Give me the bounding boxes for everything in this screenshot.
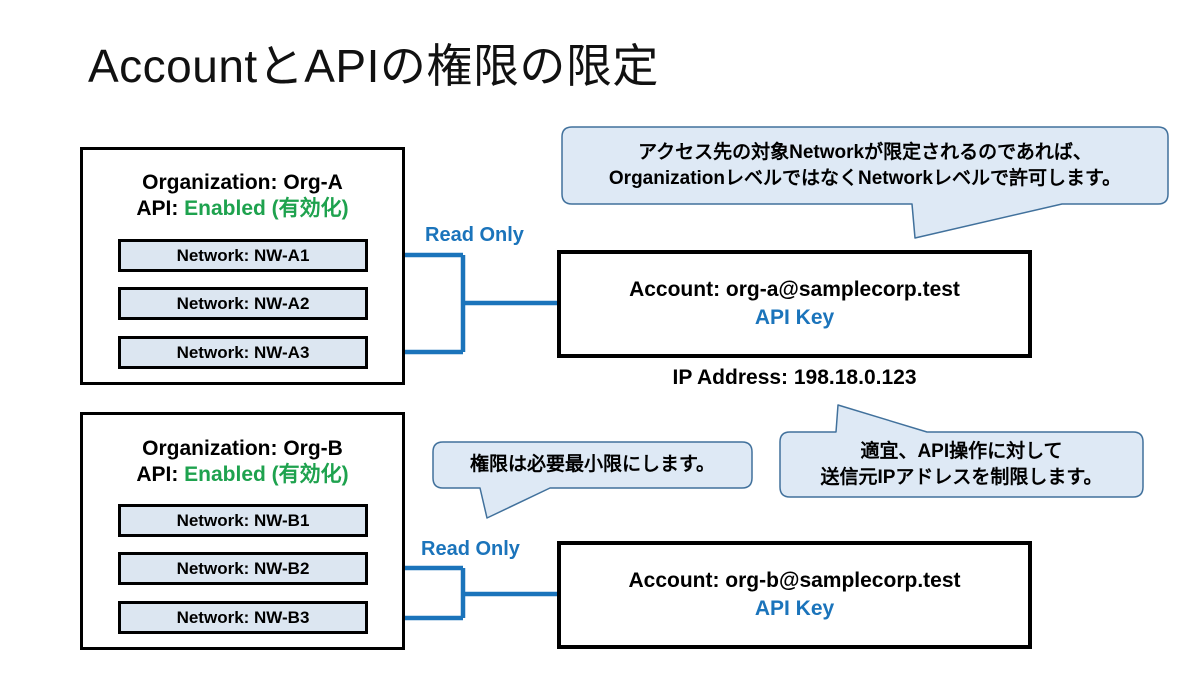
org-b-heading: Organization: Org-B API: Enabled (有効化) <box>80 436 405 488</box>
connector-account-a <box>390 252 557 355</box>
speech-bubble-network-scope <box>561 126 1169 239</box>
bubble-ip-restriction-text: 適宜、API操作に対して 送信元IPアドレスを制限します。 <box>820 440 1103 488</box>
bubble-network-scope-text: アクセス先の対象Networkが限定されるのであれば、 Organization… <box>608 141 1122 189</box>
account-b-box: Account: org-b@samplecorp.test API Key <box>557 541 1032 649</box>
org-a-name: Organization: Org-A <box>142 171 343 194</box>
account-a-box: Account: org-a@samplecorp.test API Key <box>557 250 1032 358</box>
network-box-nw-a3: Network: NW-A3 <box>118 336 368 369</box>
slide-title: AccountとAPIの権限の限定 <box>88 40 659 92</box>
speech-bubble-ip-restriction <box>779 404 1144 498</box>
org-b-name: Organization: Org-B <box>142 437 343 460</box>
org-a-heading: Organization: Org-A API: Enabled (有効化) <box>80 170 405 222</box>
org-b-api-status: Enabled (有効化) <box>184 463 349 486</box>
speech-bubble-least-privilege <box>432 441 753 519</box>
org-a-api-line: API: Enabled (有効化) <box>136 197 349 220</box>
connector-account-b <box>390 565 557 621</box>
account-a-api-key: API Key <box>754 306 835 329</box>
network-box-nw-b3: Network: NW-B3 <box>118 601 368 634</box>
account-b-id: Account: org-b@samplecorp.test <box>628 569 961 592</box>
read-only-label-a: Read Only <box>425 224 524 246</box>
ip-address-label: IP Address: 198.18.0.123 <box>672 366 917 389</box>
network-box-nw-a2: Network: NW-A2 <box>118 287 368 320</box>
account-b-api-key: API Key <box>754 597 835 620</box>
network-box-nw-b1: Network: NW-B1 <box>118 504 368 537</box>
bubble-least-privilege-text: 権限は必要最小限にします。 <box>469 454 716 475</box>
account-a-id: Account: org-a@samplecorp.test <box>629 278 960 301</box>
org-a-api-status: Enabled (有効化) <box>184 197 349 220</box>
network-box-nw-b2: Network: NW-B2 <box>118 552 368 585</box>
network-box-nw-a1: Network: NW-A1 <box>118 239 368 272</box>
org-b-api-line: API: Enabled (有効化) <box>136 463 349 486</box>
read-only-label-b: Read Only <box>421 538 520 560</box>
